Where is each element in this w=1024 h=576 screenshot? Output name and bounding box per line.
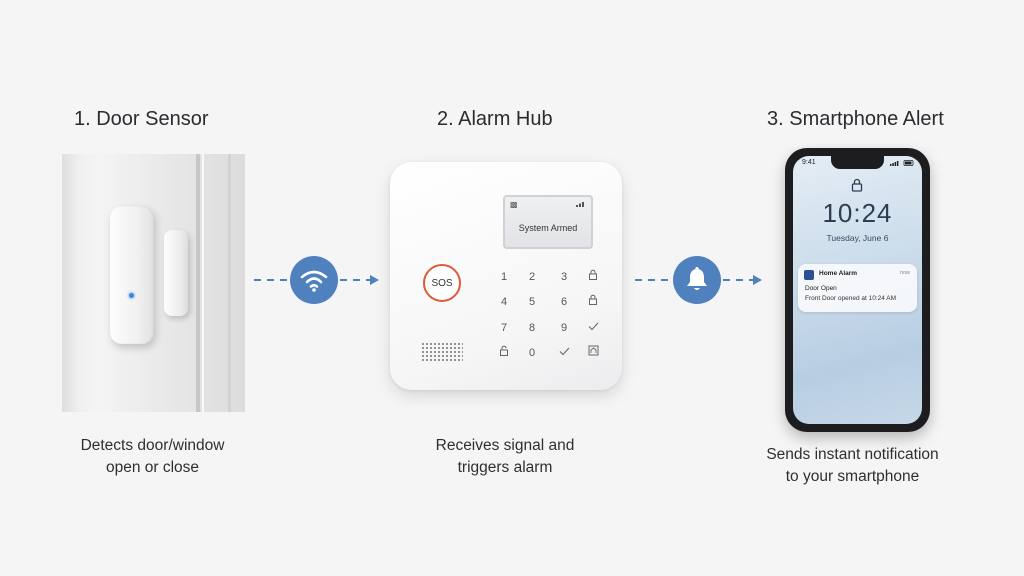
phone-status-icons <box>890 160 914 166</box>
home-alarm-app-icon <box>804 270 814 280</box>
phone-clock: 10:24 <box>822 198 893 228</box>
phone-date: Tuesday, June 6 <box>826 233 889 243</box>
key-lock-1-icon[interactable] <box>583 269 603 285</box>
notification-card[interactable]: Home Alarm now Door Open Front Door open… <box>798 264 917 312</box>
padlock-icon <box>851 178 863 192</box>
caption-line: Detects door/window <box>80 437 225 454</box>
step-title-door-sensor: 1. Door Sensor <box>74 108 209 130</box>
key-7[interactable]: 7 <box>500 322 508 334</box>
caption-line: open or close <box>105 459 200 476</box>
caption-line: triggers alarm <box>457 459 553 476</box>
phone-lock-screen: 9:41 10:24 Tuesday, June 6 Home Alarm no… <box>793 156 922 424</box>
key-5[interactable]: 5 <box>528 296 536 308</box>
notification-title: Door Open <box>805 285 837 292</box>
key-check-1-icon[interactable] <box>583 320 603 336</box>
hub-display: ▩ System Armed <box>503 195 593 249</box>
notification-time: now <box>899 270 910 276</box>
key-lock-2-icon[interactable] <box>583 294 603 310</box>
key-3[interactable]: 3 <box>560 271 568 283</box>
lock-icon: ▩ <box>510 200 518 209</box>
door-sensor-image <box>62 154 245 412</box>
step-title-alarm-hub: 2. Alarm Hub <box>437 108 553 130</box>
sensor-body <box>110 206 154 344</box>
caption-line: to your smartphone <box>785 468 920 485</box>
sensor-led <box>129 293 134 298</box>
sos-button[interactable]: SOS <box>423 264 461 302</box>
key-9[interactable]: 9 <box>560 322 568 334</box>
smartphone-image: 9:41 10:24 Tuesday, June 6 Home Alarm no… <box>785 148 930 432</box>
caption-alarm-hub: Receives signal and triggers alarm <box>410 435 600 479</box>
step-title-smartphone-alert: 3. Smartphone Alert <box>767 108 944 130</box>
key-4[interactable]: 4 <box>500 296 508 308</box>
caption-door-sensor: Detects door/window open or close <box>55 435 250 479</box>
caption-line: Receives signal and <box>435 437 575 454</box>
caption-smartphone-alert: Sends instant notification to your smart… <box>740 444 965 488</box>
key-home-icon[interactable] <box>583 345 603 361</box>
key-6[interactable]: 6 <box>560 296 568 308</box>
key-2[interactable]: 2 <box>528 271 536 283</box>
phone-status-time: 9:41 <box>802 159 816 166</box>
alarm-hub-image: ▩ System Armed SOS 1 2 3 4 5 6 7 8 9 0 <box>390 162 622 390</box>
key-0[interactable]: 0 <box>528 347 536 359</box>
notification-body: Front Door opened at 10:24 AM <box>805 295 897 302</box>
hub-speaker-grille <box>421 342 463 362</box>
phone-notch <box>831 156 884 169</box>
sensor-magnet <box>164 230 188 316</box>
key-unlock-icon[interactable] <box>494 345 514 361</box>
notification-app-name: Home Alarm <box>819 270 858 277</box>
caption-line: Sends instant notification <box>766 446 939 463</box>
bell-icon <box>673 256 721 304</box>
hub-status-text: System Armed <box>518 223 578 233</box>
key-1[interactable]: 1 <box>500 271 508 283</box>
wifi-icon <box>290 256 338 304</box>
key-check-2-icon[interactable] <box>554 345 574 361</box>
connector-arrow-1 <box>254 275 379 285</box>
signal-icon <box>576 202 584 207</box>
key-8[interactable]: 8 <box>528 322 536 334</box>
connector-arrow-2 <box>635 275 762 285</box>
